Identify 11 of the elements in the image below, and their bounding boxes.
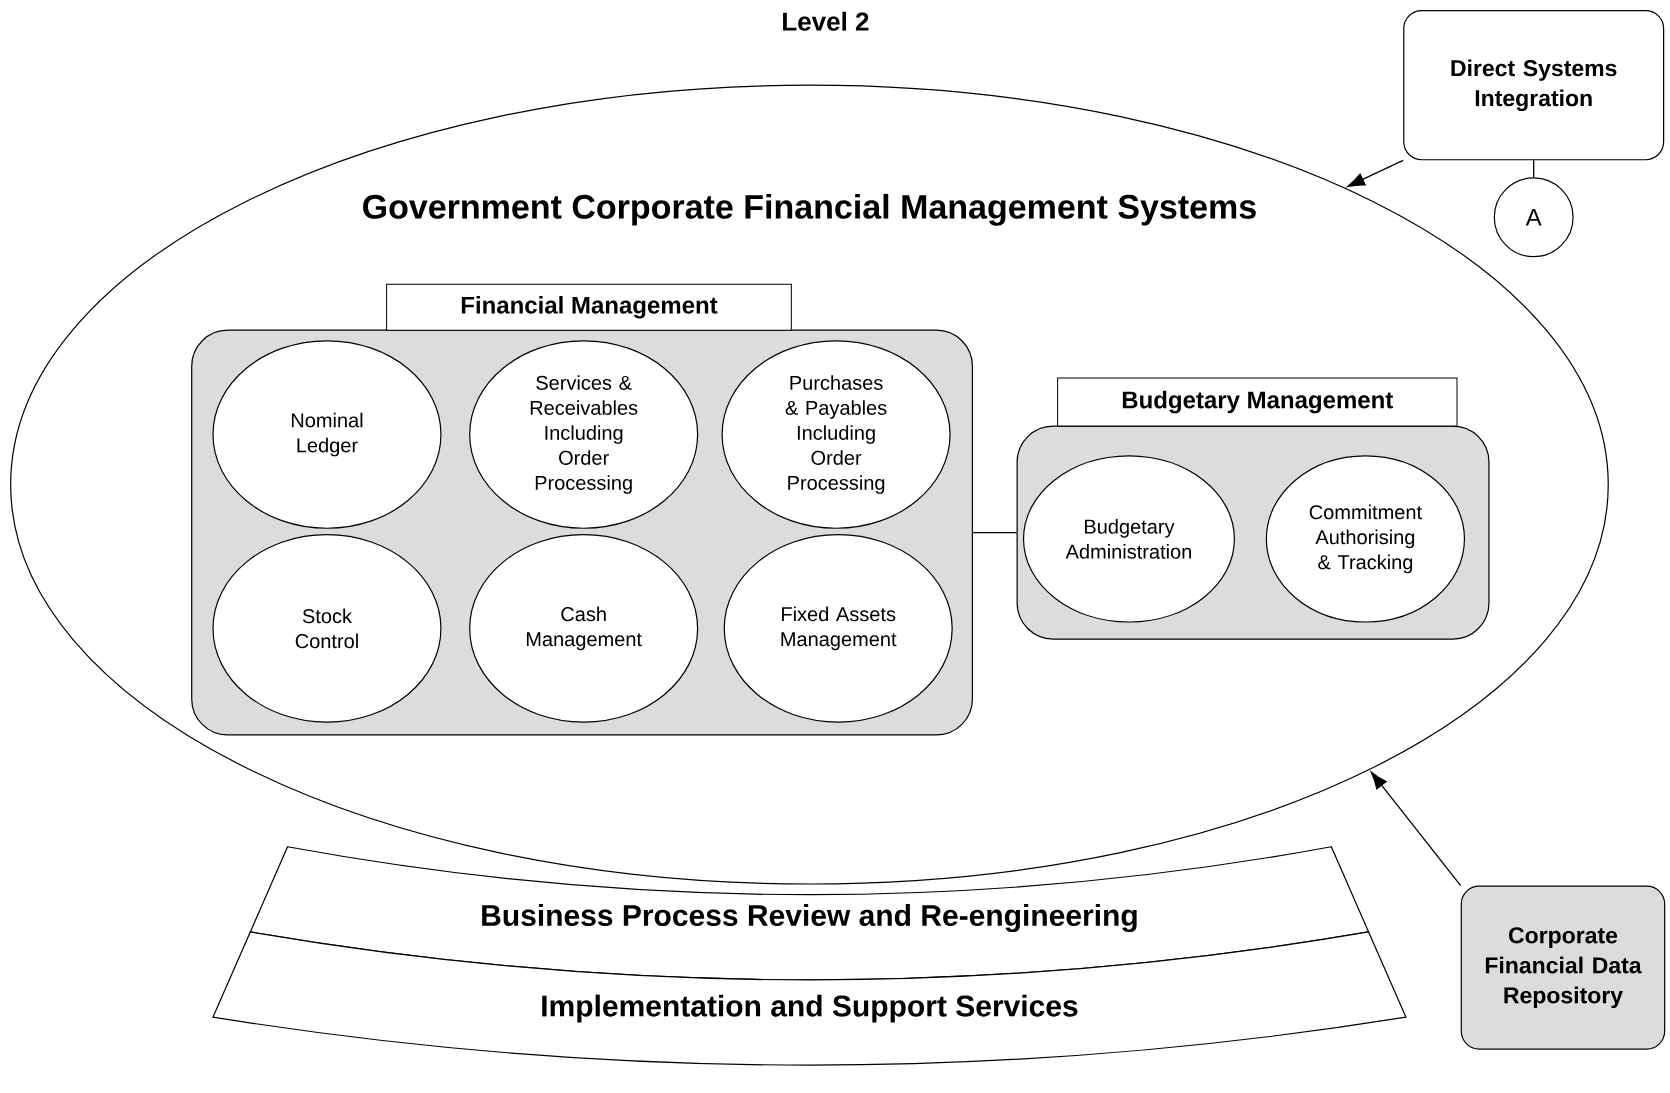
- rounded-box: Corporate Financial Data Repository: [1460, 885, 1666, 1050]
- arrow: [1347, 159, 1404, 188]
- connector-line: [1533, 159, 1535, 178]
- arrow: [1370, 771, 1462, 887]
- diagram-title: Level 2: [783, 11, 869, 31]
- connector-line: [972, 531, 1018, 534]
- service-band: Business Process Review and Re-engineering: [249, 846, 1370, 981]
- node-label: Financial Management: [461, 296, 718, 319]
- service-band: Implementation and Support Services: [212, 931, 1407, 1066]
- node-label: Budgetary Management: [1122, 390, 1393, 414]
- rounded-box: Direct Systems Integration: [1403, 10, 1665, 161]
